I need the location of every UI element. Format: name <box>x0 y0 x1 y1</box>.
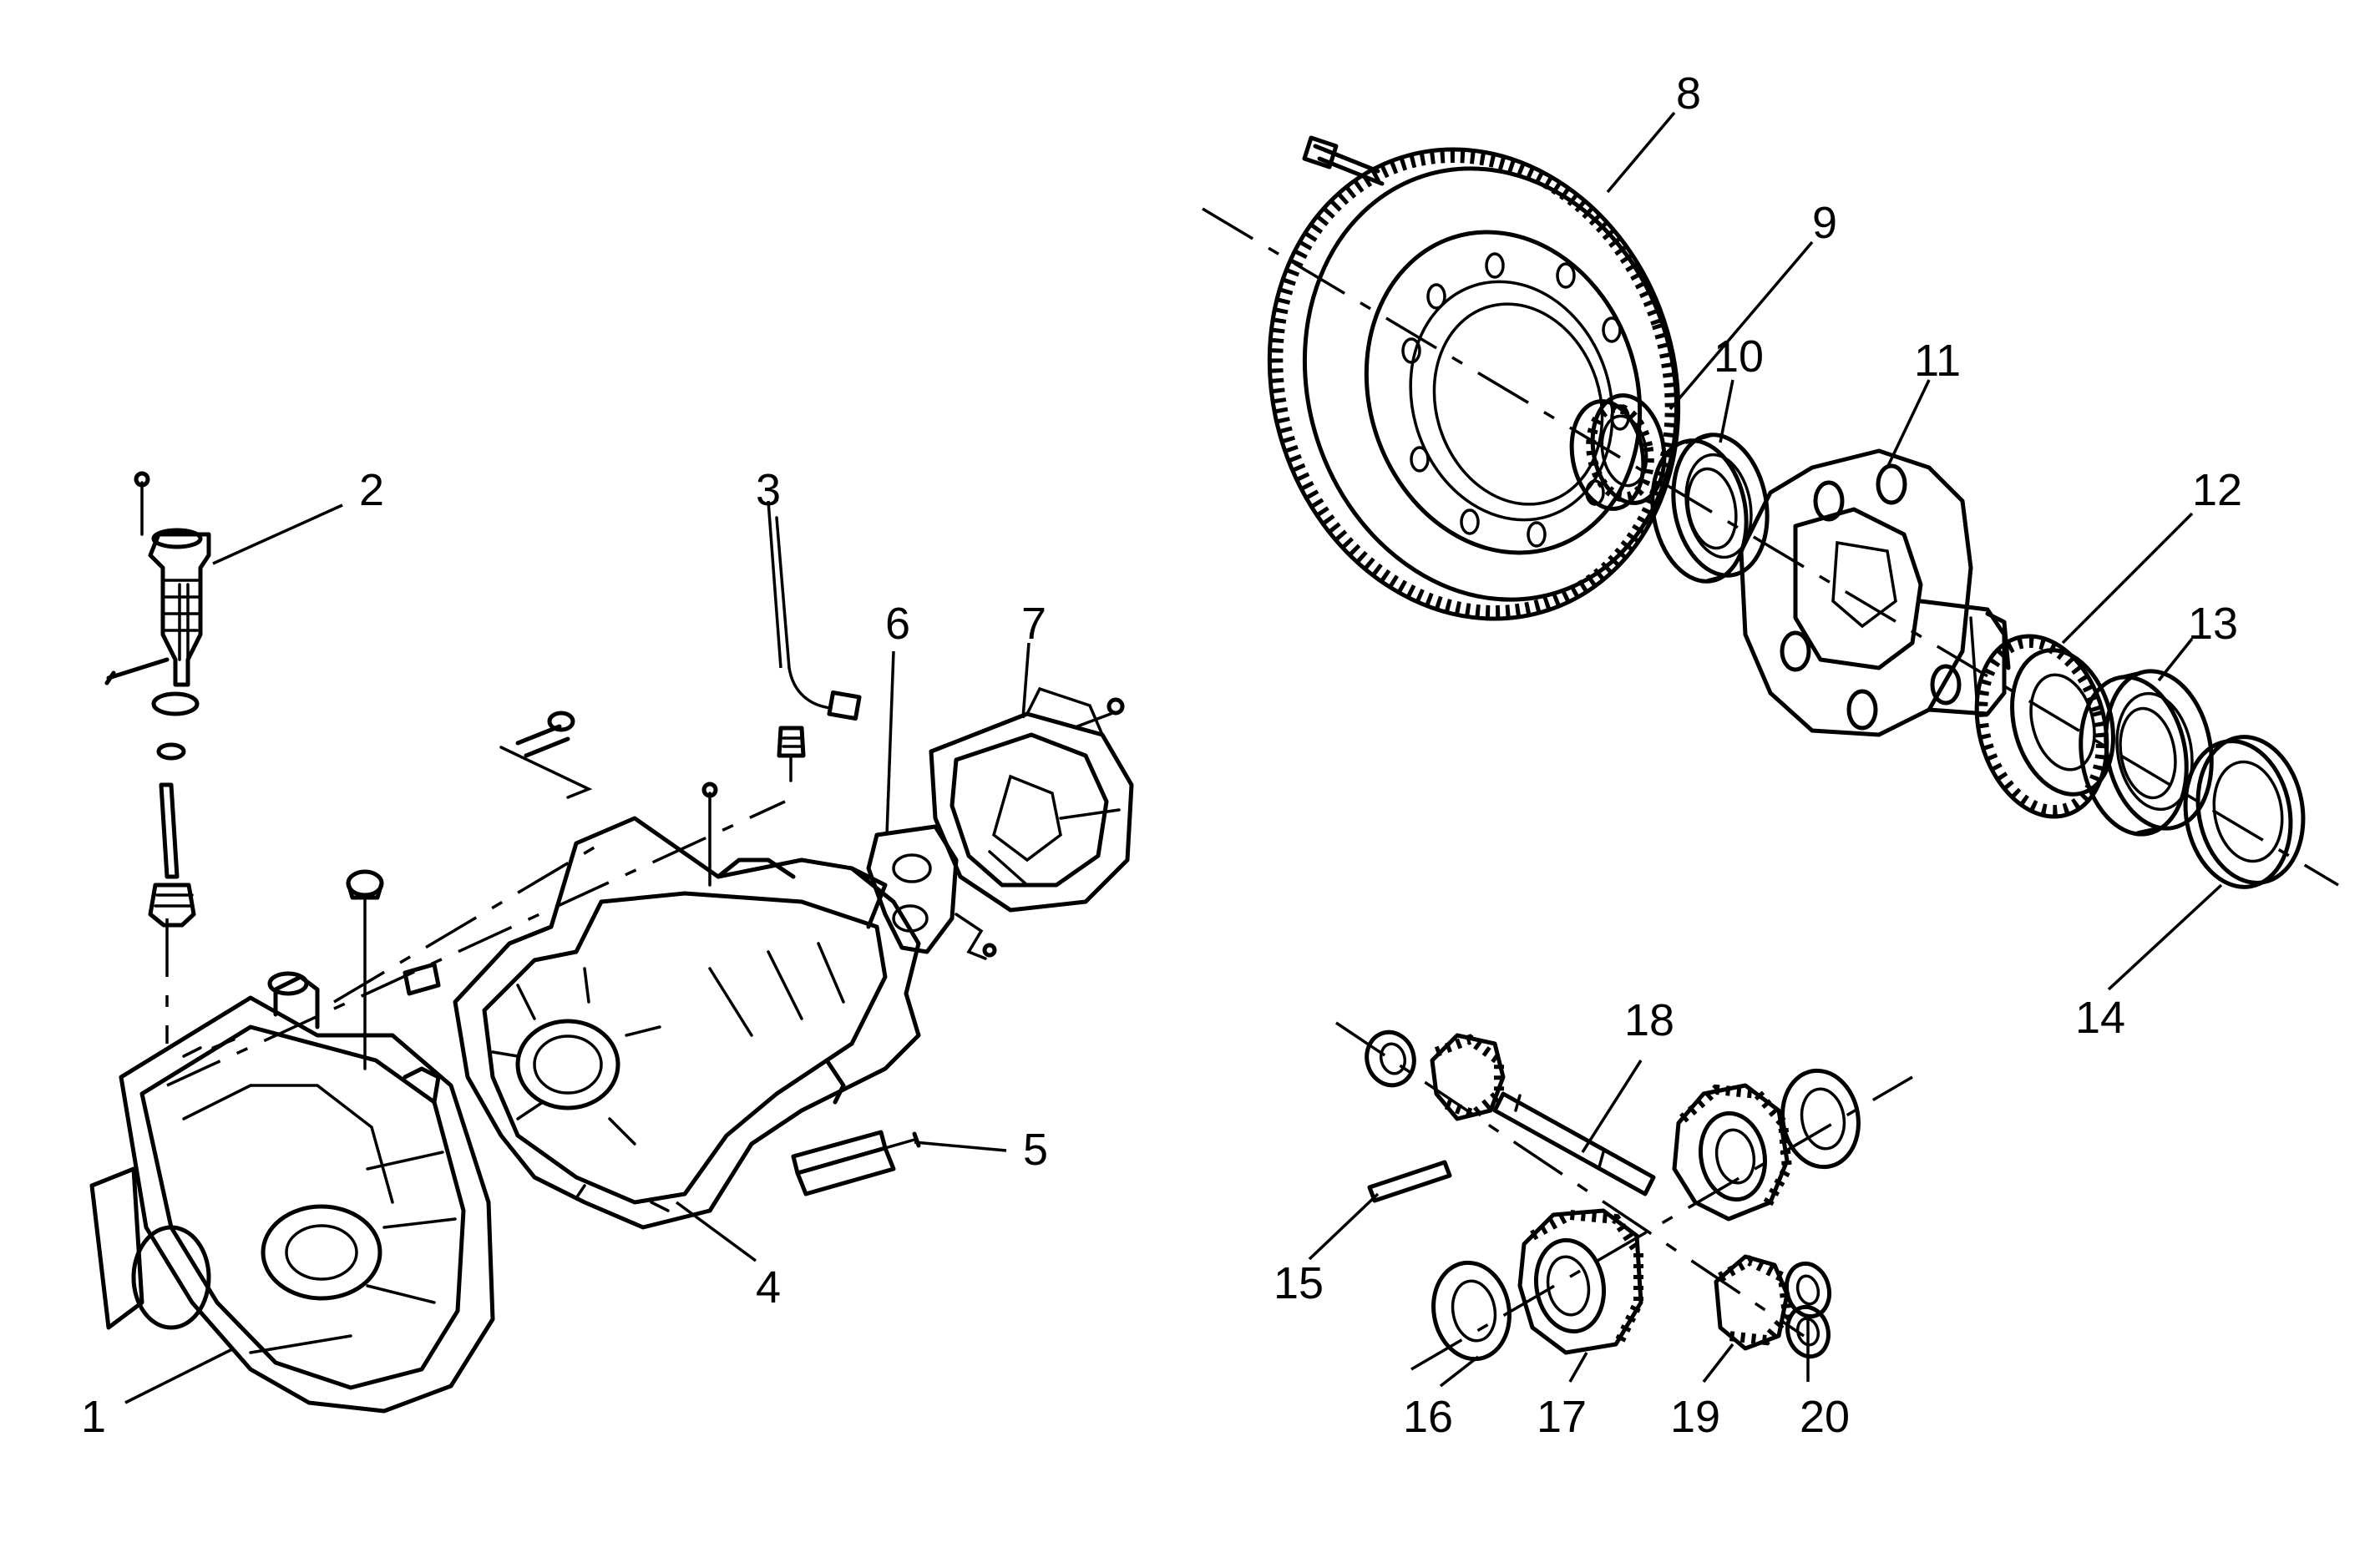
callout-11: 11 <box>1914 336 1961 386</box>
case-axis <box>166 800 786 1087</box>
callout-5: 5 <box>1023 1125 1048 1175</box>
callout-labels: 1 2 3 4 5 6 7 8 9 10 11 12 13 14 15 16 1… <box>81 68 2242 1442</box>
ring-gear-bolt-holes <box>1401 252 1630 548</box>
case-plug <box>346 869 384 1070</box>
leader-8 <box>1606 111 1676 194</box>
leader-14 <box>2107 883 2223 991</box>
leader-19 <box>1702 1343 1734 1383</box>
housing-bolt <box>701 782 718 887</box>
leader-17 <box>1568 1352 1588 1383</box>
pinion-shaft <box>1492 1091 1656 1196</box>
callout-16: 16 <box>1403 1392 1453 1442</box>
callout-17: 17 <box>1537 1392 1587 1442</box>
pinion-gear-upper <box>1365 1029 1506 1121</box>
callout-6: 6 <box>885 599 910 649</box>
differential-axis <box>1202 207 2339 887</box>
callout-1: 1 <box>81 1392 106 1442</box>
leader-3 <box>767 500 782 669</box>
speedometer-drive-gear <box>1974 634 2115 819</box>
callout-14: 14 <box>2075 993 2125 1043</box>
leader-7 <box>1021 642 1030 719</box>
end-cover-gasket <box>866 824 997 960</box>
leader-11 <box>1886 379 1931 468</box>
lock-pin <box>1367 1160 1452 1203</box>
leader-2 <box>212 503 343 565</box>
callout-12: 12 <box>2192 465 2242 515</box>
side-gear-17 <box>1517 1208 1643 1355</box>
side-gear-upper <box>1672 1083 1793 1222</box>
callout-8: 8 <box>1676 68 1701 119</box>
side-gear-axis <box>1410 1075 1913 1371</box>
leader-16 <box>1439 1355 1480 1388</box>
callout-2: 2 <box>359 465 384 515</box>
callout-19: 19 <box>1670 1392 1720 1442</box>
transaxle-housing <box>403 816 921 1230</box>
leader-1 <box>124 1347 235 1404</box>
differential-bearing-cup <box>1650 432 1770 584</box>
pinion-shaft-axis <box>1335 1021 1805 1338</box>
callout-4: 4 <box>756 1262 781 1313</box>
leader-6 <box>885 650 895 836</box>
magnet-clip <box>791 1130 921 1196</box>
ring-gear <box>1267 135 1681 621</box>
housing-alignment-axis <box>333 842 602 1004</box>
differential-bearing-right <box>2079 669 2214 837</box>
center-lines <box>165 207 2339 1371</box>
leader-9 <box>1669 240 1814 411</box>
leader-13 <box>2157 637 2194 682</box>
leader-18 <box>1581 1060 1643 1153</box>
callout-18: 18 <box>1624 995 1674 1045</box>
leader-5 <box>914 1141 1007 1152</box>
differential-case <box>1739 448 2011 737</box>
leader-10 <box>1719 379 1734 443</box>
case-bolt-top <box>499 711 593 799</box>
callout-20: 20 <box>1800 1392 1850 1442</box>
position-sensor-with-connector <box>775 516 862 782</box>
callout-3: 3 <box>756 465 781 515</box>
differential-bearing-left <box>1569 393 1667 511</box>
leader-12 <box>2061 512 2194 645</box>
pinion-thrust-washer-20 <box>1784 1261 1832 1319</box>
leader-15 <box>1308 1192 1380 1261</box>
leader-lines <box>124 111 2223 1404</box>
callout-15: 15 <box>1274 1258 1324 1308</box>
axle-oil-seal <box>2183 735 2306 889</box>
speed-sensor-assembly <box>104 471 211 928</box>
callout-9: 9 <box>1812 198 1837 248</box>
leader-4 <box>675 1201 757 1262</box>
callout-7: 7 <box>1021 599 1046 649</box>
callout-10: 10 <box>1714 331 1764 382</box>
side-gear-thrust-washer-upper <box>1780 1068 1861 1170</box>
end-cover <box>929 686 1134 913</box>
side-gear-thrust-washer-16 <box>1431 1260 1512 1362</box>
pinion-gear-lower <box>1714 1254 1831 1359</box>
transaxle-case <box>89 971 495 1414</box>
callout-13: 13 <box>2188 599 2238 649</box>
